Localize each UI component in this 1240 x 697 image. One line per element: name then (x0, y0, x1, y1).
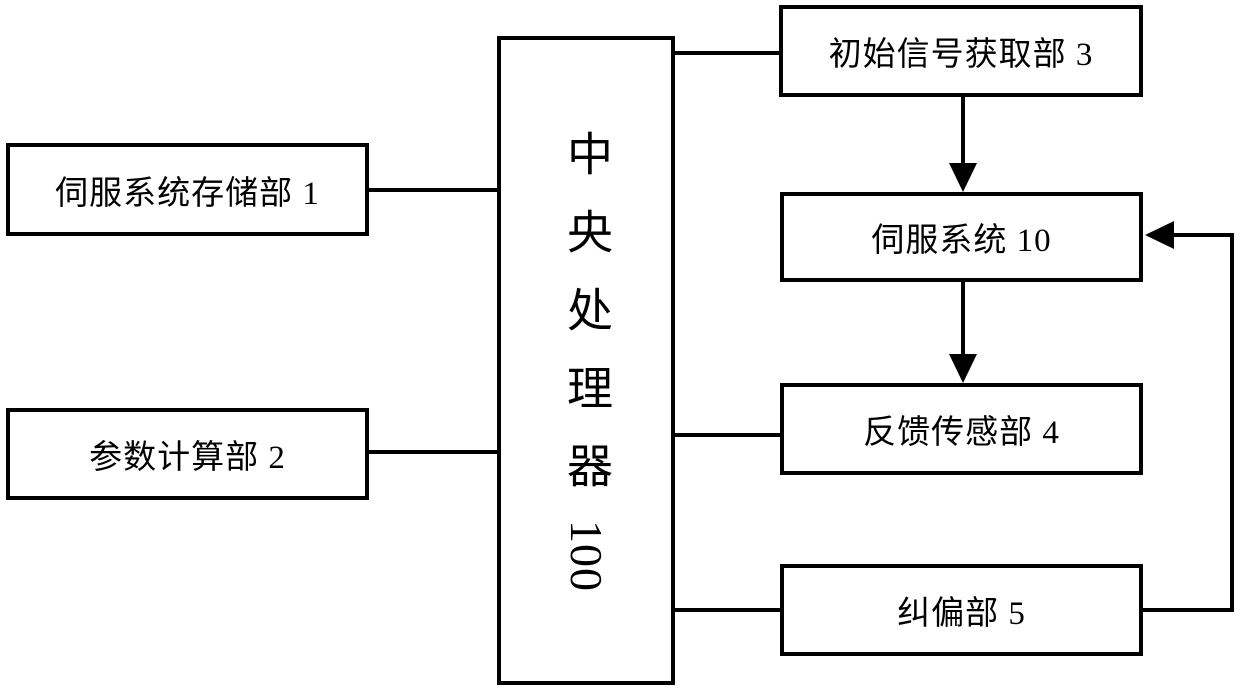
cpu-label-number: 100 (561, 519, 612, 592)
block-central-processor-label: 中央处理器100 (561, 129, 612, 592)
block-servo-system-label: 伺服系统 10 (871, 223, 1052, 259)
block-parameter-calculation-label: 参数计算部 2 (89, 440, 286, 476)
block-servo-system: 伺服系统 10 (780, 192, 1143, 282)
block-servo-system-storage-label: 伺服系统存储部 1 (55, 175, 320, 212)
block-servo-system-storage: 伺服系统存储部 1 (6, 143, 369, 236)
block-initial-signal-acquisition: 初始信号获取部 3 (779, 5, 1143, 97)
block-feedback-sensor-label: 反馈传感部 4 (863, 415, 1060, 451)
block-initial-signal-acquisition-label: 初始信号获取部 3 (828, 37, 1094, 73)
arrowhead-down-to-servo-system (949, 163, 977, 192)
cpu-label-cjk: 中央处理器 (561, 129, 612, 520)
block-central-processor: 中央处理器100 (497, 36, 675, 685)
arrowhead-down-to-feedback-sensor (949, 354, 977, 383)
block-parameter-calculation: 参数计算部 2 (6, 408, 369, 500)
arrowhead-left-to-servo-system (1145, 221, 1174, 249)
block-deviation-correction: 纠偏部 5 (780, 564, 1143, 656)
block-feedback-sensor: 反馈传感部 4 (780, 383, 1143, 475)
block-deviation-correction-label: 纠偏部 5 (897, 596, 1026, 632)
